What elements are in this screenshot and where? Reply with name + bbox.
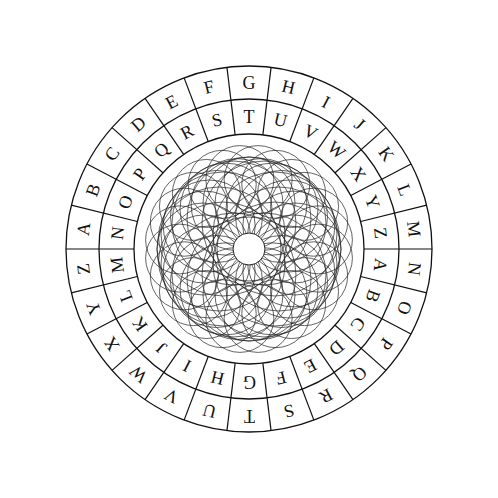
- inner-letter: R: [178, 121, 197, 143]
- inner-letter: N: [108, 225, 127, 240]
- outer-letter: E: [163, 91, 181, 112]
- inner-letter: M: [108, 256, 128, 274]
- inner-letter: C: [347, 314, 369, 334]
- inner-letter: Q: [150, 139, 172, 161]
- inner-letter: O: [114, 193, 135, 212]
- outer-letter: V: [162, 385, 182, 407]
- inner-letter: J: [153, 339, 170, 357]
- inner-letter: P: [130, 164, 151, 182]
- ring-circle: [99, 99, 399, 399]
- outer-letter: G: [243, 74, 256, 92]
- wheel-lines: [66, 66, 432, 432]
- outer-letter: X: [101, 333, 123, 354]
- outer-letter: Y: [83, 299, 104, 318]
- outer-letter: S: [282, 401, 296, 421]
- rosette-arc: [242, 280, 310, 348]
- outer-letter: B: [83, 181, 104, 199]
- rosette-arc: [172, 213, 296, 337]
- inner-letter: W: [325, 137, 350, 162]
- rosette-arc: [161, 202, 285, 326]
- sector-divider: [227, 363, 235, 431]
- inner-letter: H: [209, 367, 226, 388]
- inner-letter: E: [302, 356, 320, 377]
- ring-circle: [66, 66, 432, 432]
- inner-letter: L: [115, 288, 136, 305]
- rosette-arc: [187, 217, 311, 341]
- outer-letter: W: [126, 361, 151, 386]
- rosette-arc: [217, 187, 341, 311]
- rosette-arc: [146, 206, 214, 274]
- inner-letter: A: [371, 257, 390, 272]
- rosette-arc: [213, 172, 337, 296]
- rosette-arc: [150, 242, 218, 310]
- inner-letter: V: [301, 121, 321, 143]
- outer-letter: N: [405, 262, 424, 277]
- rosette-arc: [284, 206, 352, 274]
- rosette-arc: [202, 213, 326, 337]
- outer-letter: P: [376, 334, 397, 352]
- inner-letter: Y: [362, 193, 383, 212]
- sector-divider: [364, 248, 432, 249]
- outer-letter: M: [404, 220, 424, 238]
- inner-letter: S: [210, 110, 224, 130]
- inner-letter: G: [243, 373, 256, 391]
- inner-letter: X: [347, 163, 369, 184]
- outer-letter: D: [128, 113, 150, 135]
- center-hole: [233, 233, 265, 265]
- rosette-arc: [157, 187, 281, 311]
- rosette-arc: [206, 146, 274, 214]
- rosette-arc: [172, 161, 296, 285]
- outer-letter: K: [375, 144, 397, 165]
- outer-letter: J: [351, 115, 368, 133]
- outer-letter: A: [74, 221, 93, 236]
- outer-letter: H: [280, 77, 297, 98]
- inner-letter: F: [274, 368, 288, 388]
- rosette-arc: [284, 224, 352, 292]
- inner-letter: T: [244, 108, 255, 126]
- outer-letter: R: [317, 386, 336, 408]
- outer-letter: C: [101, 144, 123, 164]
- inner-letter: K: [129, 314, 151, 335]
- sector-divider: [263, 363, 271, 431]
- outer-letter: Q: [349, 363, 371, 385]
- rosette-arc: [161, 172, 285, 296]
- outer-letter: Z: [74, 263, 93, 276]
- rosette-arc: [188, 150, 256, 218]
- outer-letter: O: [394, 299, 415, 318]
- outer-letter: T: [244, 407, 255, 425]
- outer-letter: U: [201, 400, 218, 421]
- rosette-arc: [213, 202, 337, 326]
- rosette-arc: [224, 284, 292, 352]
- ring-circle: [134, 134, 364, 364]
- rosette-arc: [187, 157, 311, 281]
- rosette-arc: [280, 188, 348, 256]
- rosette-arc: [206, 284, 274, 352]
- sector-divider: [66, 248, 134, 249]
- sector-divider: [263, 67, 271, 135]
- outer-letter: I: [320, 92, 334, 111]
- inner-letter: U: [272, 110, 289, 131]
- outer-letter: F: [202, 77, 216, 97]
- inner-letter: B: [362, 287, 383, 305]
- sector-divider: [227, 67, 235, 135]
- inner-letter: D: [326, 337, 348, 359]
- rosette-arc: [202, 161, 326, 285]
- outer-letter: L: [394, 182, 415, 199]
- inner-letter: I: [181, 357, 195, 376]
- inner-letter: Z: [371, 226, 390, 239]
- rosette-arc: [146, 224, 214, 292]
- rosette-pattern: [146, 146, 353, 353]
- rosette-arc: [224, 146, 292, 214]
